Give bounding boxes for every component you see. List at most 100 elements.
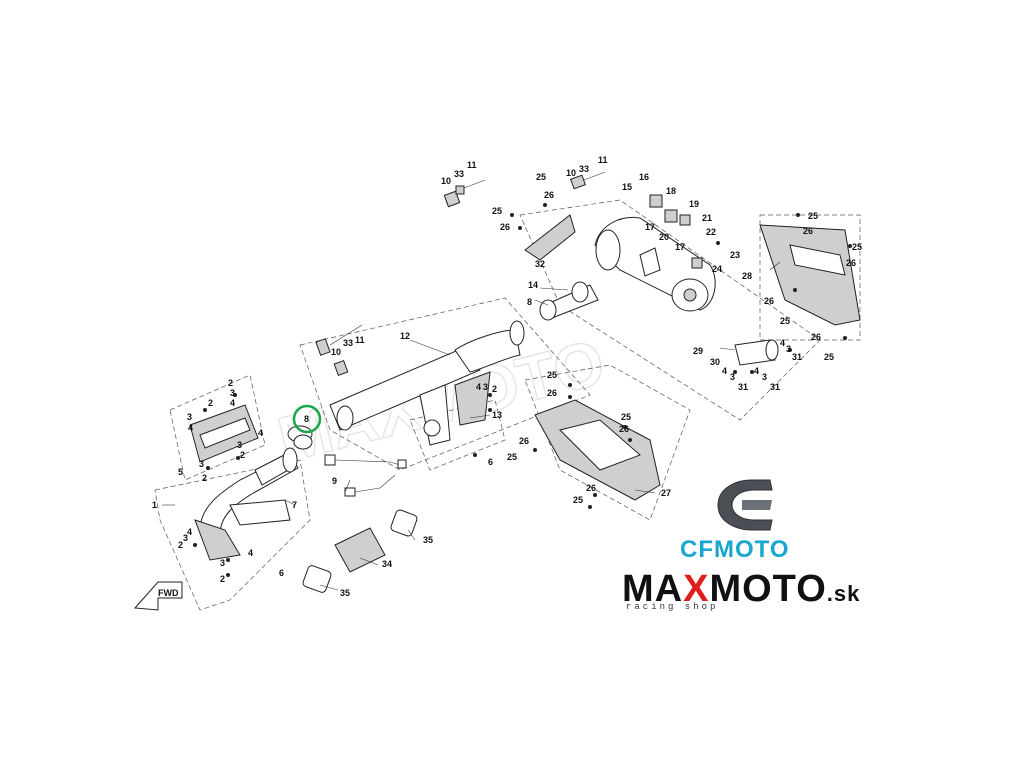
callout-17: 17 [645, 222, 655, 232]
callout-29: 29 [693, 346, 703, 356]
callout-2g: 2 [492, 384, 497, 394]
callout-23: 23 [730, 250, 740, 260]
callout-11b: 11 [467, 160, 477, 170]
lower-heat-shield [534, 399, 661, 501]
callout-35b: 35 [340, 588, 350, 598]
callout-1: 1 [152, 500, 157, 510]
callout-3g: 3 [483, 382, 488, 392]
callout-11c: 11 [598, 155, 608, 165]
maxmoto-logo: MAXMOTO.sk [622, 570, 860, 613]
callout-32: 32 [535, 259, 545, 269]
callout-33c: 33 [579, 164, 589, 174]
callout-25f: 25 [824, 352, 834, 362]
callout-3b: 3 [187, 412, 192, 422]
highlight-ring [292, 404, 322, 434]
callout-12: 12 [400, 331, 410, 341]
rubber-mounts [649, 194, 703, 269]
callout-25d: 25 [852, 242, 862, 252]
callout-26c: 26 [803, 226, 813, 236]
fasteners [193, 203, 852, 577]
callout-22: 22 [706, 227, 716, 237]
callout-5: 5 [178, 467, 183, 477]
callout-3: 3 [230, 388, 235, 398]
callout-4c: 4 [258, 428, 263, 438]
callout-33: 33 [343, 338, 353, 348]
callout-25j: 25 [573, 495, 583, 505]
callout-4b: 4 [230, 398, 235, 408]
callout-34: 34 [382, 559, 392, 569]
callout-25i: 25 [507, 452, 517, 462]
callout-3d: 3 [237, 440, 242, 450]
callout-4e: 4 [248, 548, 253, 558]
callout-33b: 33 [454, 169, 464, 179]
callout-3f: 3 [220, 558, 225, 568]
fwd-label: FWD [158, 588, 179, 598]
callout-4f: 4 [476, 382, 481, 392]
callout-31b: 31 [738, 382, 748, 392]
callout-9: 9 [332, 476, 337, 486]
callout-15: 15 [622, 182, 632, 192]
callout-6: 6 [279, 568, 284, 578]
callout-7: 7 [292, 500, 297, 510]
group-outlines [154, 199, 861, 611]
callout-2d: 2 [240, 450, 245, 460]
callout-3i: 3 [730, 372, 735, 382]
callout-17b: 17 [675, 242, 685, 252]
maxmoto-suffix: .sk [826, 581, 861, 606]
callout-2: 2 [228, 378, 233, 388]
brand-block: CFMOTO MAXMOTO.sk racing shop [612, 478, 902, 618]
callout-20: 20 [659, 232, 669, 242]
callout-25h: 25 [621, 412, 631, 422]
callout-25e: 25 [780, 316, 790, 326]
callout-2c: 2 [202, 473, 207, 483]
callout-2e: 2 [178, 540, 183, 550]
maxmoto-tagline: racing shop [626, 602, 719, 612]
callout-26j: 26 [586, 483, 596, 493]
callout-21: 21 [702, 213, 712, 223]
callout-16: 16 [639, 172, 649, 182]
front-heat-shield [189, 404, 259, 463]
callout-19: 19 [689, 199, 699, 209]
callout-26g: 26 [547, 388, 557, 398]
callout-18: 18 [666, 186, 676, 196]
muffler [539, 216, 716, 321]
cfmoto-logo-text: CFMOTO [680, 536, 790, 563]
callout-26h: 26 [619, 424, 629, 434]
callout-8b: 8 [527, 297, 532, 307]
callout-10b: 10 [441, 176, 451, 186]
callout-4g: 4 [780, 338, 785, 348]
callout-6b: 6 [488, 457, 493, 467]
callout-30: 30 [710, 357, 720, 367]
callout-4: 4 [188, 423, 193, 433]
callout-25c: 25 [808, 211, 818, 221]
callout-3e: 3 [183, 533, 188, 543]
callout-2f: 2 [220, 574, 225, 584]
callout-3c: 3 [199, 459, 204, 469]
callout-8: 8 [304, 414, 309, 424]
gaskets-shield [302, 509, 418, 593]
callout-4h: 4 [722, 366, 727, 376]
callout-2b: 2 [208, 398, 213, 408]
fwd-arrow: FWD [133, 581, 183, 611]
callout-26f: 26 [811, 332, 821, 342]
callout-11: 11 [355, 335, 365, 345]
maxmoto-post: MOTO [709, 568, 827, 610]
maxmoto-pre: MA [622, 568, 684, 610]
callout-25: 25 [536, 172, 546, 182]
callout-26b: 26 [500, 222, 510, 232]
tail-pipe [734, 339, 779, 366]
callout-26d: 26 [846, 258, 856, 268]
leader-lines [162, 261, 781, 591]
header-pipe [194, 425, 313, 561]
callout-4d: 4 [187, 527, 192, 537]
callout-26e: 26 [764, 296, 774, 306]
o2-sensors [324, 454, 407, 497]
callout-labels: 1 2 3 2 3 4 4 4 5 3 2 3 2 4 3 2 4 3 2 6 … [152, 155, 862, 598]
callout-10: 10 [331, 347, 341, 357]
callout-26: 26 [544, 190, 554, 200]
mid-pipe-catalyst [329, 320, 525, 446]
callout-25b: 25 [492, 206, 502, 216]
callout-25g: 25 [547, 370, 557, 380]
maxmoto-x: X [683, 568, 710, 610]
